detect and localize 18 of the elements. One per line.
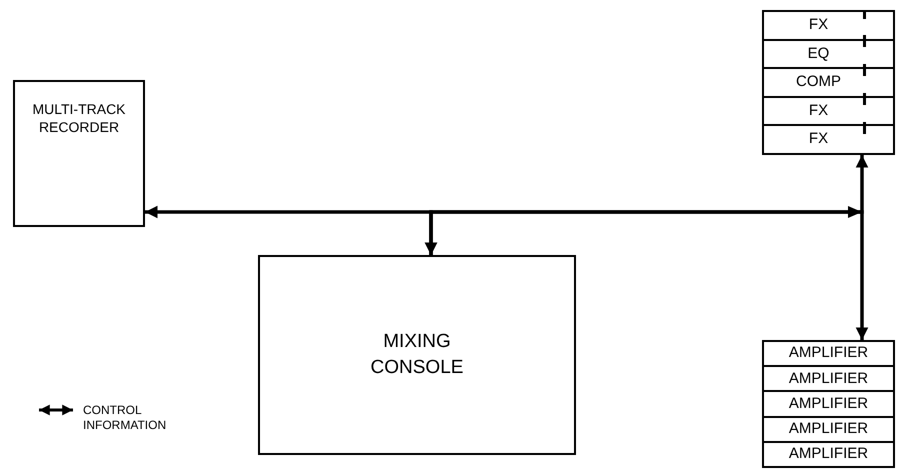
legend-label: CONTROL INFORMATION [83, 403, 168, 433]
equipment-rack [762, 340, 895, 468]
unit-label: FX [808, 100, 828, 121]
connector-arrow [424, 210, 868, 340]
equipment-rack [762, 10, 895, 155]
unit-label: FX [808, 15, 828, 36]
device-box [258, 255, 576, 455]
unit-label: COMP [796, 72, 841, 92]
unit-label: AMPLIFIER [788, 418, 868, 439]
unit-label: AMPLIFIER [788, 368, 868, 389]
device-label: MIXING CONSOLE [370, 330, 464, 380]
unit-label: EQ [808, 44, 830, 64]
unit-label: AMPLIFIER [788, 394, 868, 414]
unit-label: FX [808, 129, 828, 150]
unit-label: AMPLIFIER [788, 343, 868, 364]
unit-label: AMPLIFIER [788, 444, 868, 464]
device-label: MULTI-TRACK RECORDER [31, 100, 127, 136]
device-box [13, 80, 145, 227]
